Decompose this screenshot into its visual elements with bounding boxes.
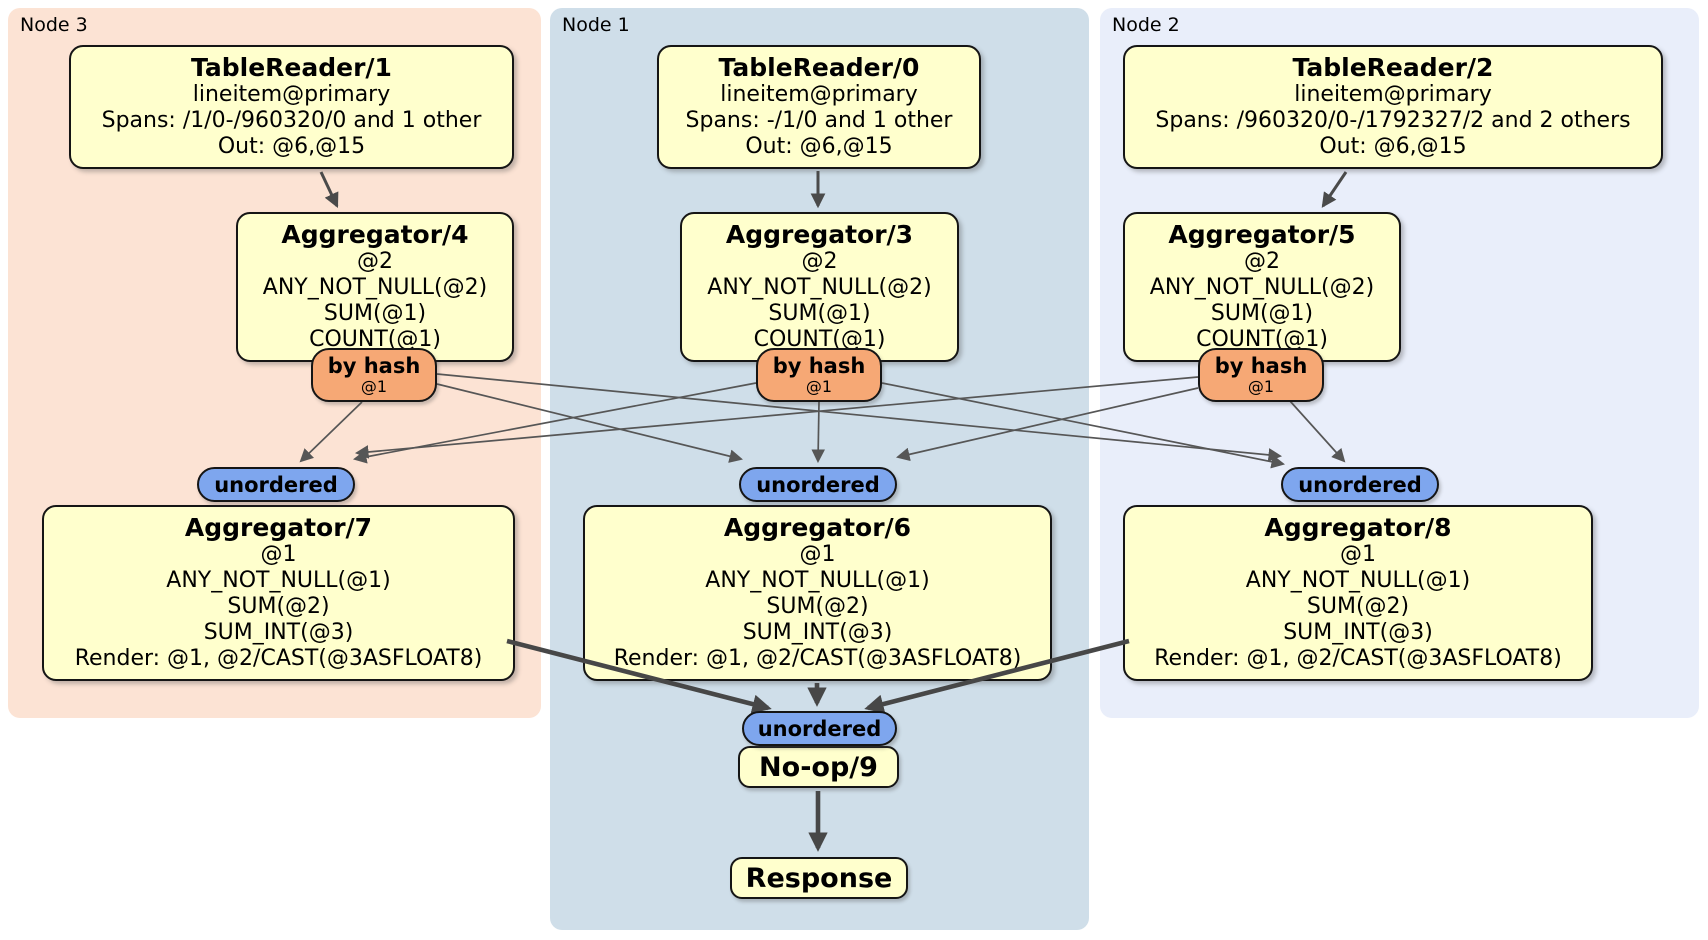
processor-detail: @2: [357, 249, 393, 274]
processor-title: Aggregator/6: [723, 513, 912, 542]
processor-detail: Out: @6,@15: [217, 134, 366, 159]
processor-title: Response: [745, 862, 893, 894]
processor-aggregator-7: Aggregator/7 @1 ANY_NOT_NULL(@1) SUM(@2)…: [42, 505, 515, 681]
processor-detail: Spans: -/1/0 and 1 other: [685, 108, 953, 133]
processor-aggregator-4: Aggregator/4 @2 ANY_NOT_NULL(@2) SUM(@1)…: [236, 212, 514, 362]
processor-title: Aggregator/5: [1168, 220, 1356, 249]
processor-title: No-op/9: [759, 751, 878, 783]
processor-detail: SUM(@1): [768, 301, 871, 326]
processor-detail: SUM(@2): [227, 594, 330, 619]
processor-detail: SUM(@1): [323, 301, 427, 326]
sync-unordered-agg8: unordered: [1281, 467, 1439, 502]
processor-aggregator-6: Aggregator/6 @1 ANY_NOT_NULL(@1) SUM(@2)…: [583, 505, 1052, 681]
processor-detail: SUM_INT(@3): [203, 620, 354, 645]
processor-detail: ANY_NOT_NULL(@2): [707, 275, 932, 300]
router-label: by hash: [772, 354, 866, 378]
region-node2-label: Node 2: [1112, 14, 1180, 36]
processor-detail: ANY_NOT_NULL(@1): [705, 568, 930, 593]
processor-detail: SUM(@2): [766, 594, 869, 619]
processor-detail: ANY_NOT_NULL(@1): [1245, 568, 1471, 593]
processor-detail: SUM(@2): [1306, 594, 1410, 619]
processor-detail: ANY_NOT_NULL(@2): [262, 275, 488, 300]
processor-detail: SUM_INT(@3): [742, 620, 893, 645]
sync-label: unordered: [214, 472, 338, 497]
processor-title: Aggregator/7: [184, 513, 373, 542]
processor-noop: No-op/9: [738, 746, 899, 788]
processor-detail: SUM(@1): [1210, 301, 1314, 326]
processor-detail: SUM_INT(@3): [1283, 620, 1433, 645]
processor-tablereader-0: TableReader/0 lineitem@primary Spans: -/…: [657, 45, 981, 169]
processor-title: TableReader/1: [191, 53, 392, 82]
router-label: by hash: [327, 354, 421, 378]
processor-detail: Out: @6,@15: [745, 134, 893, 159]
sync-unordered-agg7: unordered: [197, 467, 355, 502]
processor-detail: lineitem@primary: [720, 82, 918, 107]
sync-unordered-noop: unordered: [742, 711, 897, 746]
router-by-hash-node2: by hash @1: [1198, 348, 1324, 402]
processor-detail: COUNT(@1): [1196, 327, 1328, 352]
processor-aggregator-3: Aggregator/3 @2 ANY_NOT_NULL(@2) SUM(@1)…: [680, 212, 959, 362]
processor-detail: @2: [801, 249, 838, 274]
processor-detail: Spans: /1/0-/960320/0 and 1 other: [101, 108, 482, 133]
region-node3-label: Node 3: [20, 14, 88, 36]
processor-detail: ANY_NOT_NULL(@1): [166, 568, 391, 593]
router-key: @1: [360, 377, 388, 396]
router-key: @1: [1247, 377, 1275, 396]
processor-detail: COUNT(@1): [309, 327, 441, 352]
router-by-hash-node1: by hash @1: [756, 348, 882, 402]
router-label: by hash: [1214, 354, 1308, 378]
processor-detail: @1: [260, 542, 297, 567]
processor-title: TableReader/2: [1292, 53, 1494, 82]
processor-detail: ANY_NOT_NULL(@2): [1149, 275, 1375, 300]
processor-detail: Render: @1, @2/CAST(@3ASFLOAT8): [1154, 646, 1562, 671]
region-node1-label: Node 1: [562, 14, 630, 36]
processor-title: Aggregator/3: [725, 220, 914, 249]
processor-detail: @1: [1340, 542, 1376, 567]
processor-detail: Render: @1, @2/CAST(@3ASFLOAT8): [74, 646, 483, 671]
processor-detail: @1: [799, 542, 836, 567]
sync-unordered-agg6: unordered: [739, 467, 897, 502]
router-by-hash-node3: by hash @1: [311, 348, 437, 402]
response-node: Response: [730, 857, 908, 899]
processor-title: TableReader/0: [718, 53, 920, 82]
processor-detail: Out: @6,@15: [1319, 134, 1467, 159]
sync-label: unordered: [757, 716, 882, 741]
sync-label: unordered: [1298, 472, 1422, 497]
processor-detail: lineitem@primary: [192, 82, 391, 107]
processor-tablereader-1: TableReader/1 lineitem@primary Spans: /1…: [69, 45, 514, 169]
processor-detail: COUNT(@1): [753, 327, 886, 352]
processor-aggregator-5: Aggregator/5 @2 ANY_NOT_NULL(@2) SUM(@1)…: [1123, 212, 1401, 362]
processor-title: Aggregator/8: [1264, 513, 1452, 542]
sync-label: unordered: [756, 472, 880, 497]
processor-detail: Spans: /960320/0-/1792327/2 and 2 others: [1155, 108, 1631, 133]
processor-detail: Render: @1, @2/CAST(@3ASFLOAT8): [613, 646, 1022, 671]
processor-aggregator-8: Aggregator/8 @1 ANY_NOT_NULL(@1) SUM(@2)…: [1123, 505, 1593, 681]
processor-detail: lineitem@primary: [1294, 82, 1492, 107]
processor-title: Aggregator/4: [281, 220, 469, 249]
processor-detail: @2: [1244, 249, 1280, 274]
router-key: @1: [805, 377, 833, 396]
processor-tablereader-2: TableReader/2 lineitem@primary Spans: /9…: [1123, 45, 1663, 169]
